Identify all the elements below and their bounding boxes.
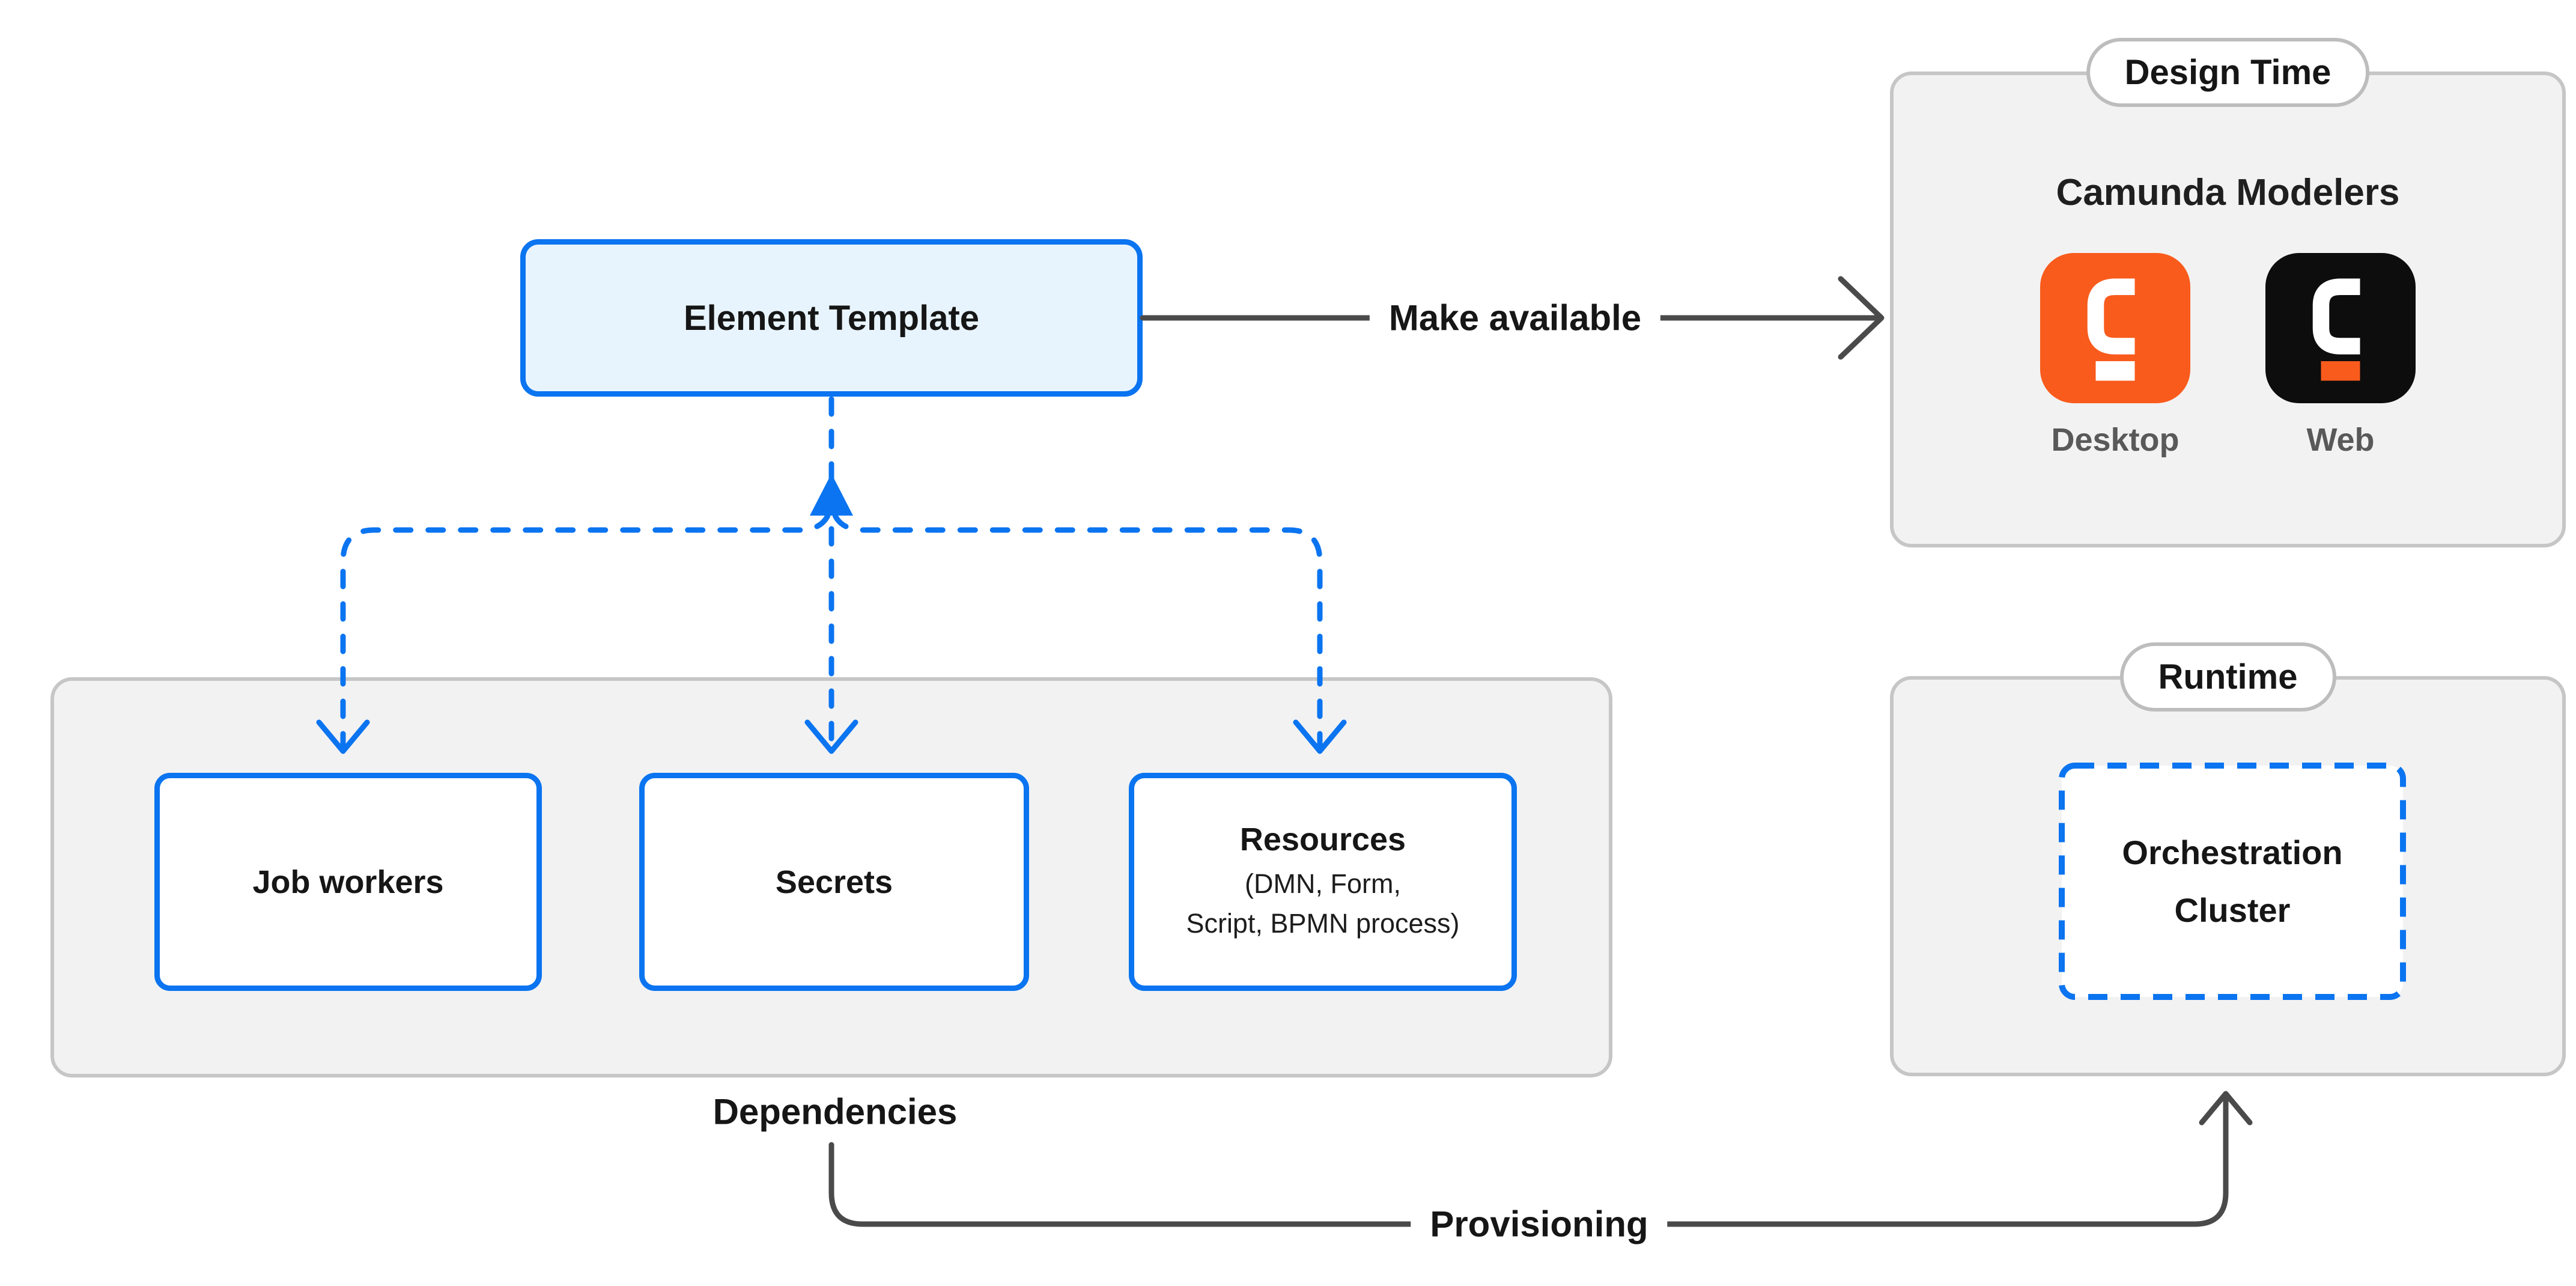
runtime-container: Runtime Orchestration Cluster xyxy=(1890,642,2566,1076)
up-arrowhead-icon xyxy=(810,474,853,516)
modeler-web: Web xyxy=(2265,253,2416,459)
secrets-box: Secrets xyxy=(639,773,1029,991)
design-time-pill: Design Time xyxy=(2086,38,2370,107)
element-template-label: Element Template xyxy=(683,298,980,338)
resources-label: Resources xyxy=(1239,821,1406,858)
resources-subtitle: (DMN, Form, Script, BPMN process) xyxy=(1186,868,1460,939)
make-available-label: Make available xyxy=(1369,293,1661,343)
job-workers-label: Job workers xyxy=(252,864,444,900)
provisioning-label: Provisioning xyxy=(1411,1199,1668,1249)
make-available-arrowhead-icon xyxy=(1838,276,1885,360)
orchestration-cluster-box: Orchestration Cluster xyxy=(2059,763,2406,1000)
modeler-web-label: Web xyxy=(2306,422,2375,458)
orchestration-cluster-label: Orchestration Cluster xyxy=(2122,833,2343,929)
camunda-modelers-heading: Camunda Modelers xyxy=(2056,172,2400,213)
element-template-box: Element Template xyxy=(520,239,1143,397)
camunda-logo-icon xyxy=(2087,278,2135,381)
dependencies-label: Dependencies xyxy=(693,1087,977,1136)
camunda-desktop-icon xyxy=(2040,253,2190,403)
secrets-label: Secrets xyxy=(775,864,893,900)
provisioning-arrowhead-icon xyxy=(2199,1091,2253,1126)
modeler-desktop-label: Desktop xyxy=(2051,422,2180,458)
design-time-container: Design Time Camunda Modelers Desktop xyxy=(1890,38,2566,547)
camunda-web-icon xyxy=(2265,253,2416,403)
runtime-pill: Runtime xyxy=(2119,642,2336,712)
modelers-row: Desktop Web xyxy=(1894,253,2562,459)
job-workers-box: Job workers xyxy=(154,773,542,991)
resources-box: Resources (DMN, Form, Script, BPMN proce… xyxy=(1129,773,1517,991)
dashed-border-icon xyxy=(2059,763,2406,1000)
modeler-desktop: Desktop xyxy=(2040,253,2190,459)
camunda-logo-icon xyxy=(2312,278,2360,381)
dependencies-container: Job workers Secrets Resources (DMN, Form… xyxy=(50,677,1612,1077)
